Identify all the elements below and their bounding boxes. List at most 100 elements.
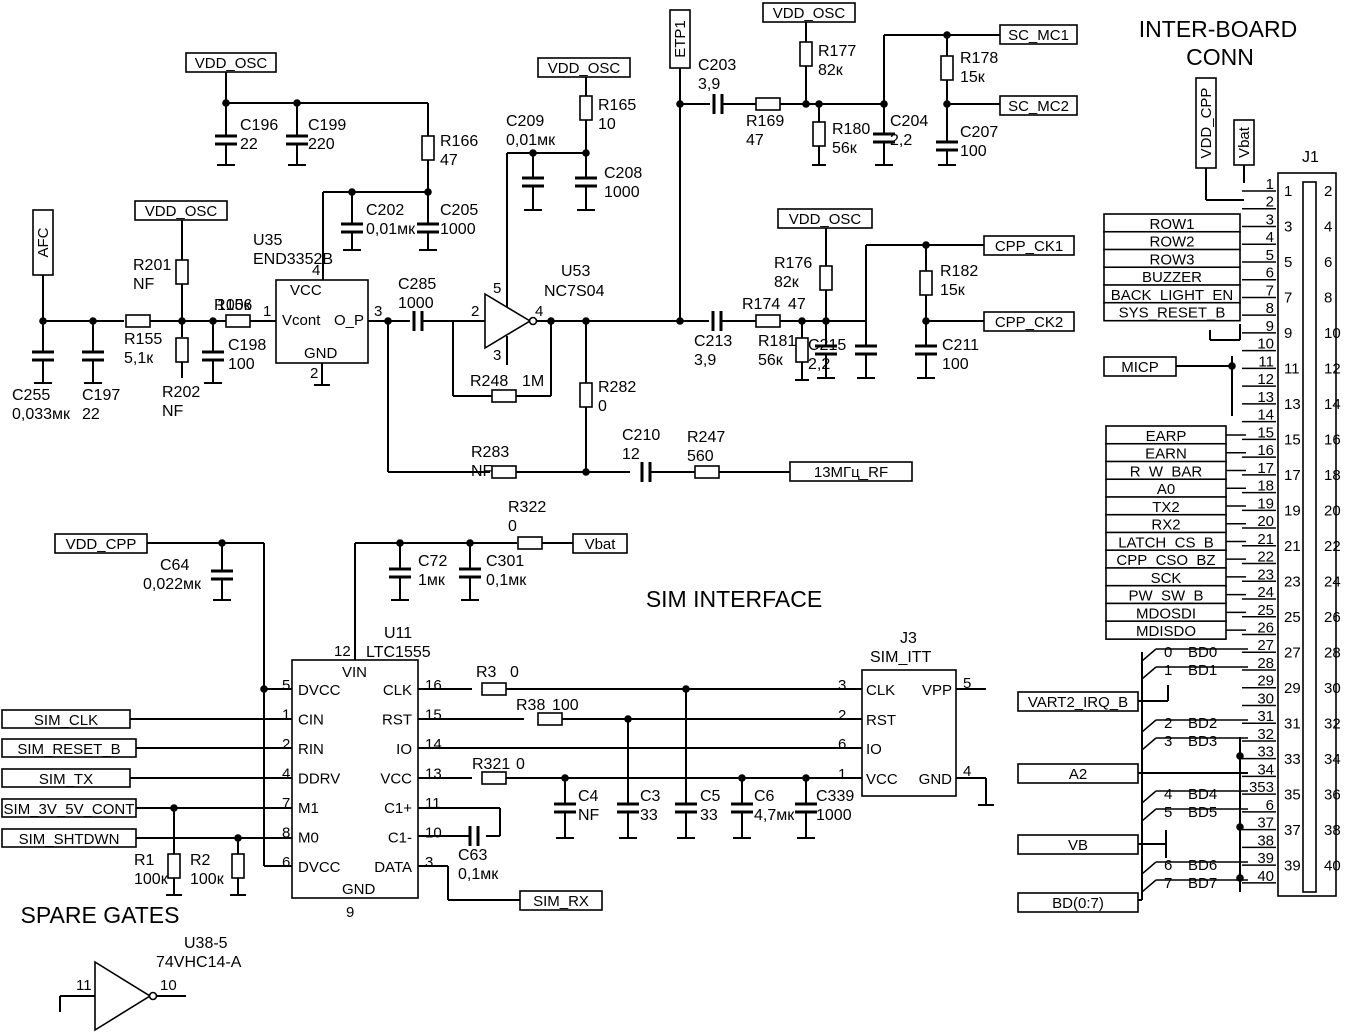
c204-ref: C204 bbox=[890, 113, 928, 130]
j1-inner-pin: 20 bbox=[1257, 513, 1274, 530]
j1-inner-pin: 37 bbox=[1257, 815, 1274, 832]
u35-value: END3352B bbox=[253, 251, 333, 268]
j1-even-pin: 24 bbox=[1324, 574, 1341, 591]
u35-vcont-pin: Vcont bbox=[282, 312, 321, 329]
j1-even-pin: 32 bbox=[1324, 716, 1341, 733]
r176-value: 82к bbox=[774, 274, 800, 291]
j1-inner-pin: 12 bbox=[1257, 371, 1274, 388]
j1-inner-pin: 1 bbox=[1266, 176, 1274, 193]
c3-value: 33 bbox=[640, 807, 658, 824]
junction-dot bbox=[547, 317, 555, 325]
micp-flag: MICP bbox=[1121, 359, 1159, 376]
c5-ref: C5 bbox=[700, 788, 721, 805]
r156-ref: R156 bbox=[214, 297, 252, 314]
r201 bbox=[175, 259, 189, 285]
c207-value: 100 bbox=[960, 143, 987, 160]
j1-signal-label-b: TX2 bbox=[1152, 499, 1180, 516]
c209-value: 0,01мк bbox=[506, 132, 556, 149]
c255-value: 0,033мк bbox=[12, 406, 71, 423]
j1-odd-pin: 37 bbox=[1284, 822, 1301, 839]
r283-ref: R283 bbox=[471, 444, 509, 461]
c301 bbox=[459, 567, 481, 579]
r283-value: NF bbox=[471, 463, 493, 480]
c205-ref: C205 bbox=[440, 202, 478, 219]
j3-gnd-pin: GND bbox=[919, 771, 953, 788]
bus-tap bbox=[1141, 808, 1157, 822]
j1-signal-label-b: RX2 bbox=[1151, 517, 1180, 534]
j1-inner-pin: 15 bbox=[1257, 424, 1274, 441]
j1-signal-label: ROW3 bbox=[1150, 251, 1195, 268]
c5 bbox=[675, 802, 697, 814]
j1-signal-label: BACK_LIGHT_EN bbox=[1111, 287, 1234, 304]
u53-pin2: 2 bbox=[471, 303, 479, 320]
r181-value: 56к bbox=[758, 352, 784, 369]
sc-mc2-flag-box bbox=[999, 95, 1078, 116]
u53-pin4: 4 bbox=[535, 303, 543, 320]
j1-odd-pin: 39 bbox=[1284, 858, 1301, 875]
u53-bubble bbox=[528, 316, 538, 326]
c205-value: 1000 bbox=[440, 221, 476, 238]
sim-interface-title: SIM INTERFACE bbox=[646, 586, 822, 612]
r176-ref: R176 bbox=[774, 255, 812, 272]
bd-net: BD0 bbox=[1188, 644, 1217, 661]
bus-tap bbox=[1141, 861, 1157, 875]
c213-value: 3,9 bbox=[694, 352, 716, 369]
j1-inner-pin: 7 bbox=[1266, 282, 1274, 299]
u53-pin5: 5 bbox=[493, 280, 501, 297]
j1-inner-pin: 2 bbox=[1266, 194, 1274, 211]
vdd-osc-flag-4-box bbox=[762, 2, 856, 23]
u11-right-num: 10 bbox=[425, 825, 442, 842]
j3-value: SIM_ITT bbox=[870, 649, 932, 666]
r181-ref: R181 bbox=[758, 333, 796, 350]
sim-signal-label: SIM_SHTDWN bbox=[19, 831, 120, 848]
j1-inner-pin: 22 bbox=[1257, 549, 1274, 566]
r165-value: 10 bbox=[598, 116, 616, 133]
j1-inner-pin: 13 bbox=[1257, 389, 1274, 406]
u11-left-num: 2 bbox=[282, 736, 290, 753]
c208 bbox=[575, 176, 597, 188]
vbat-flag-box bbox=[572, 533, 628, 554]
c204-value: 2,2 bbox=[890, 132, 912, 149]
j1-odd-pin: 15 bbox=[1284, 432, 1301, 449]
c72-ref: C72 bbox=[418, 553, 447, 570]
vbat-flag-j1-box bbox=[1233, 119, 1255, 166]
c5-value: 33 bbox=[700, 807, 718, 824]
c64-ref: C64 bbox=[160, 557, 189, 574]
r176 bbox=[819, 265, 833, 291]
j1-odd-pin: 19 bbox=[1284, 503, 1301, 520]
vdd-osc-flag-1: VDD_OSC bbox=[195, 55, 268, 72]
u11-right-num: 11 bbox=[425, 795, 441, 812]
r283 bbox=[491, 465, 517, 479]
j1-signal-label-b: EARN bbox=[1145, 446, 1187, 463]
c255 bbox=[32, 350, 54, 362]
junction-dot bbox=[1228, 362, 1236, 370]
r321-value: 0 bbox=[516, 756, 525, 773]
c285-ref: C285 bbox=[398, 276, 436, 293]
j3-pin: CLK bbox=[866, 682, 895, 699]
sim-signal-box bbox=[1, 709, 131, 729]
r3-ref: R3 bbox=[476, 664, 497, 681]
j1-even-pin: 18 bbox=[1324, 467, 1341, 484]
j1-even-pin: 12 bbox=[1324, 361, 1341, 378]
rf-13mhz-flag: 13МГц_RF bbox=[814, 464, 888, 481]
j1-inner-pin: 24 bbox=[1257, 584, 1274, 601]
vdd-osc-flag-2-box bbox=[134, 200, 228, 221]
j1-odd-pin: 33 bbox=[1284, 751, 1301, 768]
bd-index: 5 bbox=[1164, 804, 1172, 821]
r155-value: 5,1к bbox=[124, 350, 154, 367]
j1-signal-label: SYS_RESET_B bbox=[1119, 305, 1226, 322]
r202 bbox=[175, 337, 189, 363]
u35-pin2: 2 bbox=[310, 365, 318, 382]
j1-odd-pin: 17 bbox=[1284, 467, 1301, 484]
j1-inner-pin: 26 bbox=[1257, 620, 1274, 637]
bd-net: BD2 bbox=[1188, 715, 1217, 732]
sim-signal-label: SIM_RESET_B bbox=[17, 741, 120, 758]
c4 bbox=[554, 802, 576, 814]
r248-value: 1M bbox=[522, 373, 544, 390]
vdd-osc-flag-2: VDD_OSC bbox=[145, 203, 218, 220]
r248-ref: R248 bbox=[470, 373, 508, 390]
c215-ref: C215 bbox=[808, 337, 846, 354]
c202-value: 0,01мк bbox=[366, 221, 416, 238]
j1-inner-pin: 4 bbox=[1266, 229, 1274, 246]
